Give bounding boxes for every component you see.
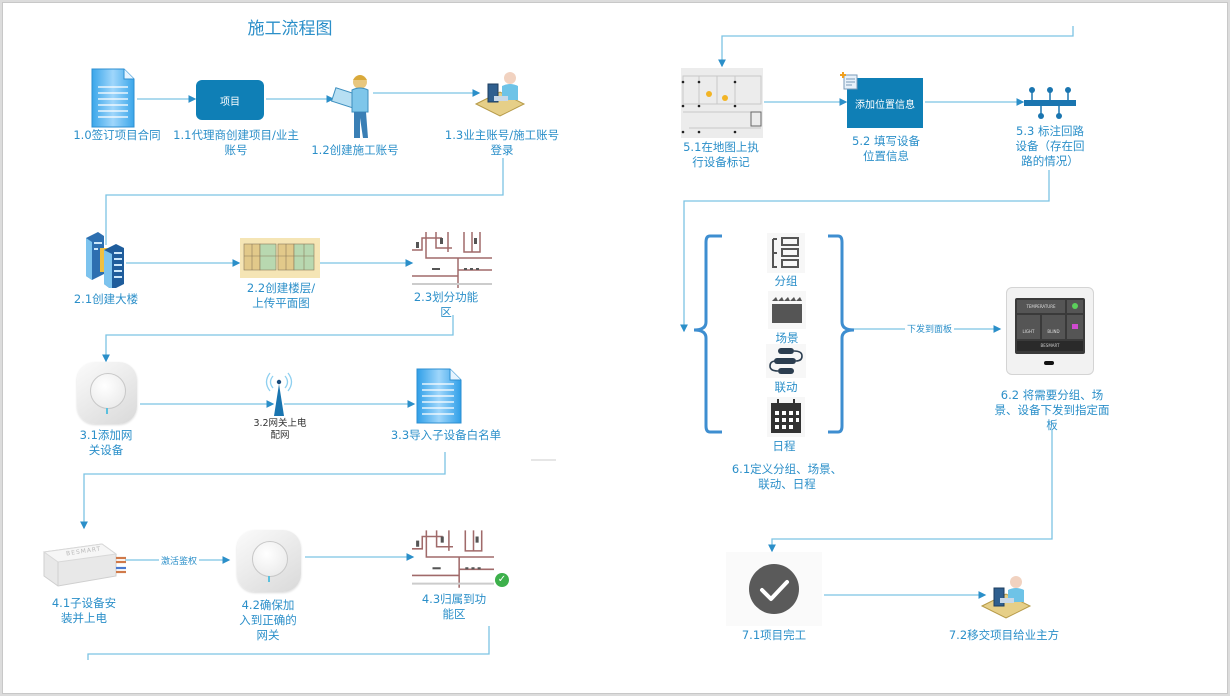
- panel-settings-tile: [1067, 300, 1083, 313]
- gateway-ring: [252, 540, 288, 577]
- check-circle-icon: [749, 564, 799, 614]
- linkage-icon: [766, 344, 806, 378]
- step-5-3: [1022, 86, 1078, 120]
- calendar-icon: [767, 397, 805, 437]
- gateway-led: [106, 408, 108, 414]
- step-5-2-label: 5.2 填写设备 位置信息: [852, 134, 920, 163]
- group-icon: [767, 233, 805, 273]
- left-brace: [693, 234, 722, 434]
- step-2-2-label: 2.2创建楼层/ 上传平面图: [246, 281, 316, 310]
- document-icon: [416, 368, 462, 424]
- step-3-1-label: 3.1添加网 关设备: [79, 428, 133, 457]
- step-4-1: BESMART: [42, 538, 126, 588]
- step-2-1-label: 2.1创建大楼: [73, 292, 139, 306]
- panel-blind: BLIND: [1042, 315, 1065, 339]
- clapperboard-icon: [768, 291, 806, 329]
- step-1-0: [90, 67, 136, 145]
- floor-plan-icon: [412, 232, 492, 288]
- control-panel-icon: TEMPERATURE LIGHT BLIND BESMART: [1006, 287, 1094, 375]
- step-7-1: [726, 552, 822, 626]
- step-3-3: [416, 368, 462, 424]
- step-2-1: [82, 232, 128, 290]
- schedule-label: 日程: [772, 439, 796, 453]
- step-1-3: [474, 68, 526, 120]
- check-badge-icon: ✓: [495, 573, 509, 587]
- step-4-3-label: 4.3归属到功 能区: [421, 592, 487, 621]
- worker-with-blueprint-icon: [330, 75, 369, 138]
- antenna-icon: [265, 372, 293, 416]
- step-1-1-label: 1.1代理商创建项目/业主 账号: [173, 128, 299, 157]
- project-box: 项目: [196, 80, 264, 120]
- document-icon: [91, 68, 135, 128]
- step-5-3-label: 5.3 标注回路 设备（存在回 路的情况）: [1015, 124, 1085, 168]
- panel-brand: BESMART: [1017, 341, 1083, 351]
- step-2-2: [240, 238, 320, 278]
- step-7-1-label: 7.1项目完工: [741, 628, 807, 642]
- step-5-1-label: 5.1在地图上执 行设备标记: [683, 140, 759, 169]
- gateway-led: [268, 576, 270, 582]
- step-2-3: [412, 228, 492, 288]
- panel-button: [1044, 361, 1054, 365]
- step-2-3-label: 2.3划分功能 区: [413, 290, 479, 319]
- bus-circuit-icon: [1024, 87, 1076, 119]
- building-icon: [86, 232, 124, 290]
- panel-screen: TEMPERATURE LIGHT BLIND BESMART: [1015, 298, 1085, 354]
- add-location-box: 添加位置信息: [847, 78, 923, 128]
- step-3-2: [264, 372, 294, 416]
- step-3-2-label: 3.2网关上电 配网: [253, 418, 307, 441]
- floor-plan-icon: [412, 530, 494, 588]
- edge-label-activate: 激活鉴权: [159, 555, 200, 570]
- step-6-1-label: 6.1定义分组、场景、 联动、日程: [731, 462, 843, 491]
- map-marker-icon: [681, 75, 762, 134]
- panel-temperature: TEMPERATURE: [1017, 300, 1065, 313]
- page-title: 施工流程图: [247, 19, 333, 39]
- step-1-2: [330, 68, 380, 144]
- step-1-2-label: 1.2创建施工账号: [311, 143, 399, 157]
- step-7-2-label: 7.2移交项目给业主方: [948, 628, 1060, 642]
- step-3-3-label: 3.3导入子设备白名单: [390, 428, 502, 442]
- group-label: 分组: [774, 274, 798, 288]
- user-at-computer-icon: [980, 576, 1032, 619]
- right-brace: [828, 234, 855, 434]
- step-7-2: [980, 572, 1032, 622]
- step-4-2-label: 4.2确保加 入到正确的 网关: [239, 598, 297, 642]
- edge-label-push-to-panel: 下发到面板: [905, 323, 955, 338]
- gateway-ring: [90, 372, 126, 409]
- linkage-label: 联动: [774, 380, 798, 394]
- step-5-1: [681, 68, 763, 138]
- floor-plan-color-icon: [243, 243, 315, 271]
- gateway-icon: [237, 530, 301, 592]
- note-add-icon: [840, 72, 858, 90]
- gateway-icon: [77, 362, 137, 424]
- step-1-0-label: 1.0签订项目合同: [73, 128, 161, 142]
- step-4-3: [412, 526, 494, 588]
- panel-side-tile: [1067, 315, 1083, 339]
- panel-light: LIGHT: [1017, 315, 1040, 339]
- step-6-2-label: 6.2 将需要分组、场 景、设备下发到指定面 板: [994, 388, 1110, 432]
- user-at-computer-icon: [474, 72, 526, 117]
- add-location-text: 添加位置信息: [855, 99, 915, 111]
- sub-device-icon: [42, 543, 126, 587]
- step-4-1-label: 4.1子设备安 装并上电: [51, 596, 117, 625]
- scene-label: 场景: [775, 331, 799, 345]
- step-1-3-label: 1.3业主账号/施工账号 登录: [444, 128, 560, 157]
- project-box-text: 项目: [220, 96, 240, 108]
